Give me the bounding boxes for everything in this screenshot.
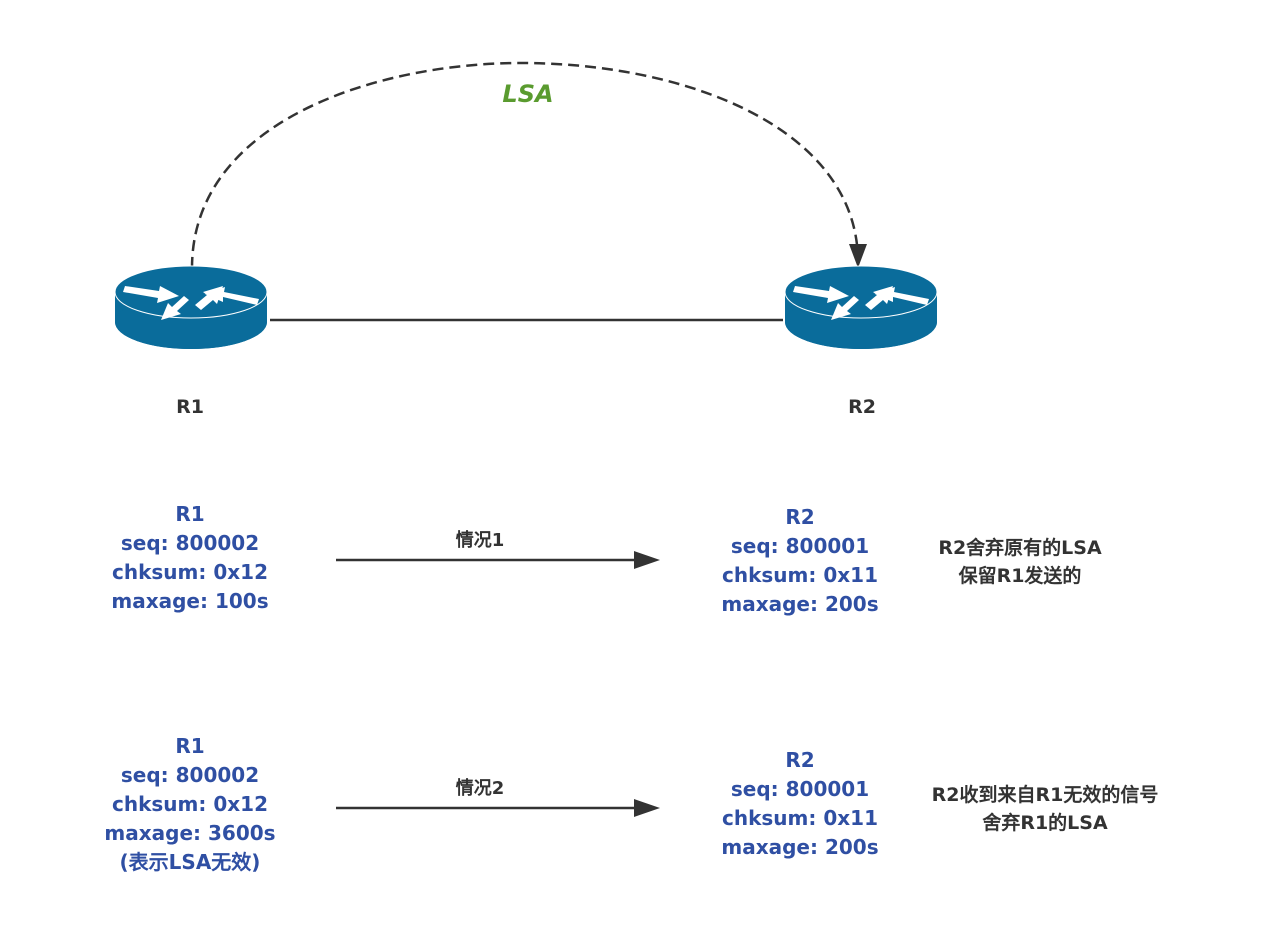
lsa-flood-arrowhead [849,244,867,268]
receiver-seq: seq: 800001 [730,534,870,558]
receiver-title: R2 [785,505,815,529]
receiver-chksum: chksum: 0x11 [722,806,878,830]
case2-arrowhead [634,799,660,817]
sender-chksum: chksum: 0x12 [112,792,268,816]
router-r2-icon[interactable] [784,265,938,350]
case1-receiver-info: R2 seq: 800001 chksum: 0x11 maxage: 200s [690,503,910,619]
case1-result: R2舍弃原有的LSA 保留R1发送的 [900,534,1140,590]
lsa-label: LSA [502,80,554,108]
sender-chksum: chksum: 0x12 [112,560,268,584]
result-line: R2舍弃原有的LSA [938,537,1102,559]
router-r1-icon[interactable] [114,265,268,350]
router-r2-label: R2 [848,396,876,418]
result-line: 舍弃R1的LSA [982,812,1108,834]
receiver-maxage: maxage: 200s [721,592,879,616]
case2-result: R2收到来自R1无效的信号 舍弃R1的LSA [895,781,1195,837]
sender-note: (表示LSA无效) [119,850,261,874]
result-line: R2收到来自R1无效的信号 [931,784,1159,806]
sender-title: R1 [175,734,205,758]
receiver-chksum: chksum: 0x11 [722,563,878,587]
case1-arrowhead [634,551,660,569]
lsa-flood-arc [190,61,860,269]
sender-maxage: maxage: 100s [111,589,269,613]
receiver-maxage: maxage: 200s [721,835,879,859]
case1-label: 情况1 [455,530,505,551]
receiver-title: R2 [785,748,815,772]
case2-sender-info: R1 seq: 800002 chksum: 0x12 maxage: 3600… [75,732,305,877]
sender-seq: seq: 800002 [120,763,260,787]
case2-label: 情况2 [455,778,505,799]
router-r1-label: R1 [176,396,204,418]
receiver-seq: seq: 800001 [730,777,870,801]
sender-maxage: maxage: 3600s [104,821,276,845]
result-line: 保留R1发送的 [958,565,1082,587]
sender-seq: seq: 800002 [120,531,260,555]
sender-title: R1 [175,502,205,526]
case1-sender-info: R1 seq: 800002 chksum: 0x12 maxage: 100s [80,500,300,616]
case2-receiver-info: R2 seq: 800001 chksum: 0x11 maxage: 200s [690,746,910,862]
